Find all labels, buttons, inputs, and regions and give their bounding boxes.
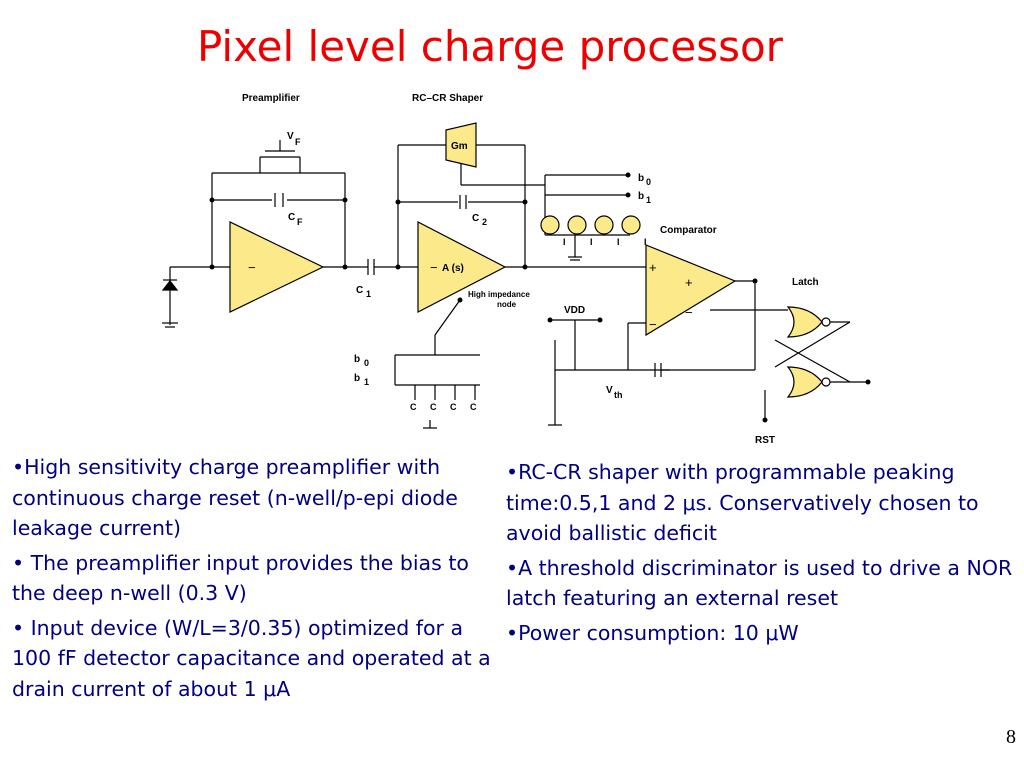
shaper-amplifier-triangle — [417, 221, 507, 313]
svg-text:+: + — [685, 275, 693, 290]
preamplifier-label: Preamplifier — [242, 93, 300, 104]
svg-text:C: C — [470, 402, 477, 412]
svg-text:C: C — [356, 285, 363, 296]
left-bullet-column: •High sensitivity charge preamplifier wi… — [12, 452, 498, 708]
right-bullet-column: •RC-CR shaper with programmable peaking … — [506, 457, 1018, 652]
svg-text:−: − — [649, 317, 657, 332]
svg-text:node: node — [497, 300, 517, 309]
current-source — [567, 215, 587, 235]
svg-text:+: + — [649, 260, 657, 275]
shaper-label: RC–CR Shaper — [412, 93, 483, 104]
bullet-right-1: •RC-CR shaper with programmable peaking … — [506, 460, 979, 545]
svg-text:th: th — [614, 390, 623, 400]
svg-text:V: V — [287, 131, 294, 142]
svg-text:2: 2 — [482, 217, 487, 227]
current-source — [540, 215, 560, 235]
gm-block — [445, 122, 477, 168]
svg-text:I: I — [644, 237, 647, 247]
svg-text:I: I — [590, 237, 593, 247]
latch-label: Latch — [792, 277, 819, 288]
page-number: 8 — [1006, 726, 1016, 748]
comparator-triangle — [645, 244, 737, 337]
vdd-label: VDD — [564, 305, 585, 316]
svg-text:F: F — [297, 217, 303, 227]
svg-text:−: − — [685, 305, 693, 320]
preamplifier-triangle — [229, 221, 325, 313]
svg-text:V: V — [606, 385, 613, 396]
svg-text:C: C — [410, 402, 417, 412]
charge-processor-schematic: Preamplifier RC–CR Shaper V F C F C 1 C … — [161, 93, 871, 446]
svg-text:C: C — [450, 402, 457, 412]
current-source — [621, 215, 641, 235]
svg-text:0: 0 — [364, 358, 369, 368]
nor-gate-top — [786, 306, 823, 338]
current-source — [594, 215, 614, 235]
svg-text:b: b — [354, 373, 360, 384]
slide-title: Pixel level charge processor — [197, 22, 783, 71]
nor-gate-bottom — [786, 366, 823, 398]
svg-text:−: − — [430, 260, 438, 275]
svg-text:b: b — [354, 354, 360, 365]
svg-text:b: b — [638, 173, 644, 184]
svg-text:C: C — [430, 402, 437, 412]
bullet-left-2: • The preamplifier input provides the bi… — [12, 550, 469, 606]
svg-text:1: 1 — [364, 377, 369, 387]
rst-label: RST — [755, 435, 775, 446]
high-impedance-label: High impedance — [468, 290, 530, 299]
svg-text:−: − — [248, 260, 256, 275]
svg-text:C: C — [288, 212, 295, 223]
svg-text:1: 1 — [646, 195, 651, 205]
amplifier-as-label: A (s) — [442, 263, 464, 274]
bullet-left-1: •High sensitivity charge preamplifier wi… — [12, 455, 458, 540]
gm-label: Gm — [451, 141, 468, 152]
svg-text:b: b — [638, 191, 644, 202]
svg-text:F: F — [295, 137, 301, 147]
svg-text:C: C — [472, 213, 479, 224]
svg-text:1: 1 — [366, 289, 371, 299]
bullet-right-3: •Power consumption: 10 μW — [506, 620, 799, 645]
comparator-label: Comparator — [660, 225, 717, 236]
svg-text:I: I — [617, 237, 620, 247]
bullet-right-2: •A threshold discriminator is used to dr… — [506, 555, 1013, 611]
bullet-left-3: • Input device (W/L=3/0.35) optimized fo… — [12, 615, 491, 701]
svg-text:0: 0 — [646, 177, 651, 187]
svg-text:I: I — [563, 237, 566, 247]
